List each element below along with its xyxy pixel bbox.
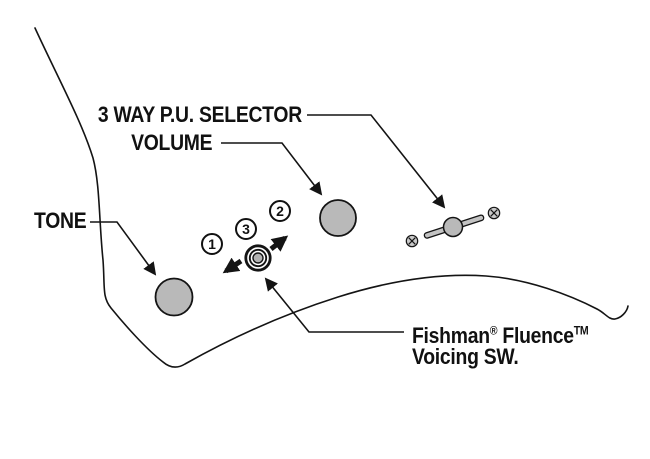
voicing-switch bbox=[244, 244, 272, 272]
pickup-selector-switch bbox=[405, 206, 501, 248]
voicing-switch-label: Fishman® FluenceTM Voicing SW. bbox=[412, 323, 589, 369]
volume-label: VOLUME bbox=[130, 130, 212, 155]
position-arrow-southwest bbox=[222, 257, 243, 274]
tone-leader-line bbox=[90, 221, 157, 276]
tone-knob bbox=[154, 277, 194, 317]
trademark-mark: TM bbox=[573, 323, 589, 338]
position-marker-3: 3 bbox=[235, 218, 257, 240]
registered-mark: ® bbox=[489, 323, 498, 338]
selector-label: 3 WAY P.U. SELECTOR bbox=[97, 102, 302, 127]
selector-leader-line bbox=[307, 114, 446, 209]
volume-leader-line bbox=[221, 142, 323, 196]
position-marker-2: 2 bbox=[269, 200, 291, 222]
voicing-leader-line bbox=[264, 277, 404, 333]
selector-knob bbox=[442, 216, 464, 238]
selector-screw-right bbox=[487, 206, 501, 220]
volume-knob bbox=[319, 199, 357, 237]
position-marker-1: 1 bbox=[201, 233, 223, 255]
position-arrow-northeast bbox=[269, 235, 289, 252]
voicing-switch-label-line1: Fishman® FluenceTM bbox=[412, 323, 589, 348]
tone-label: TONE bbox=[34, 208, 87, 233]
guitar-body-outline bbox=[34, 27, 629, 368]
voicing-switch-label-line2: Voicing SW. bbox=[412, 344, 519, 369]
selector-screw-left bbox=[405, 234, 419, 248]
